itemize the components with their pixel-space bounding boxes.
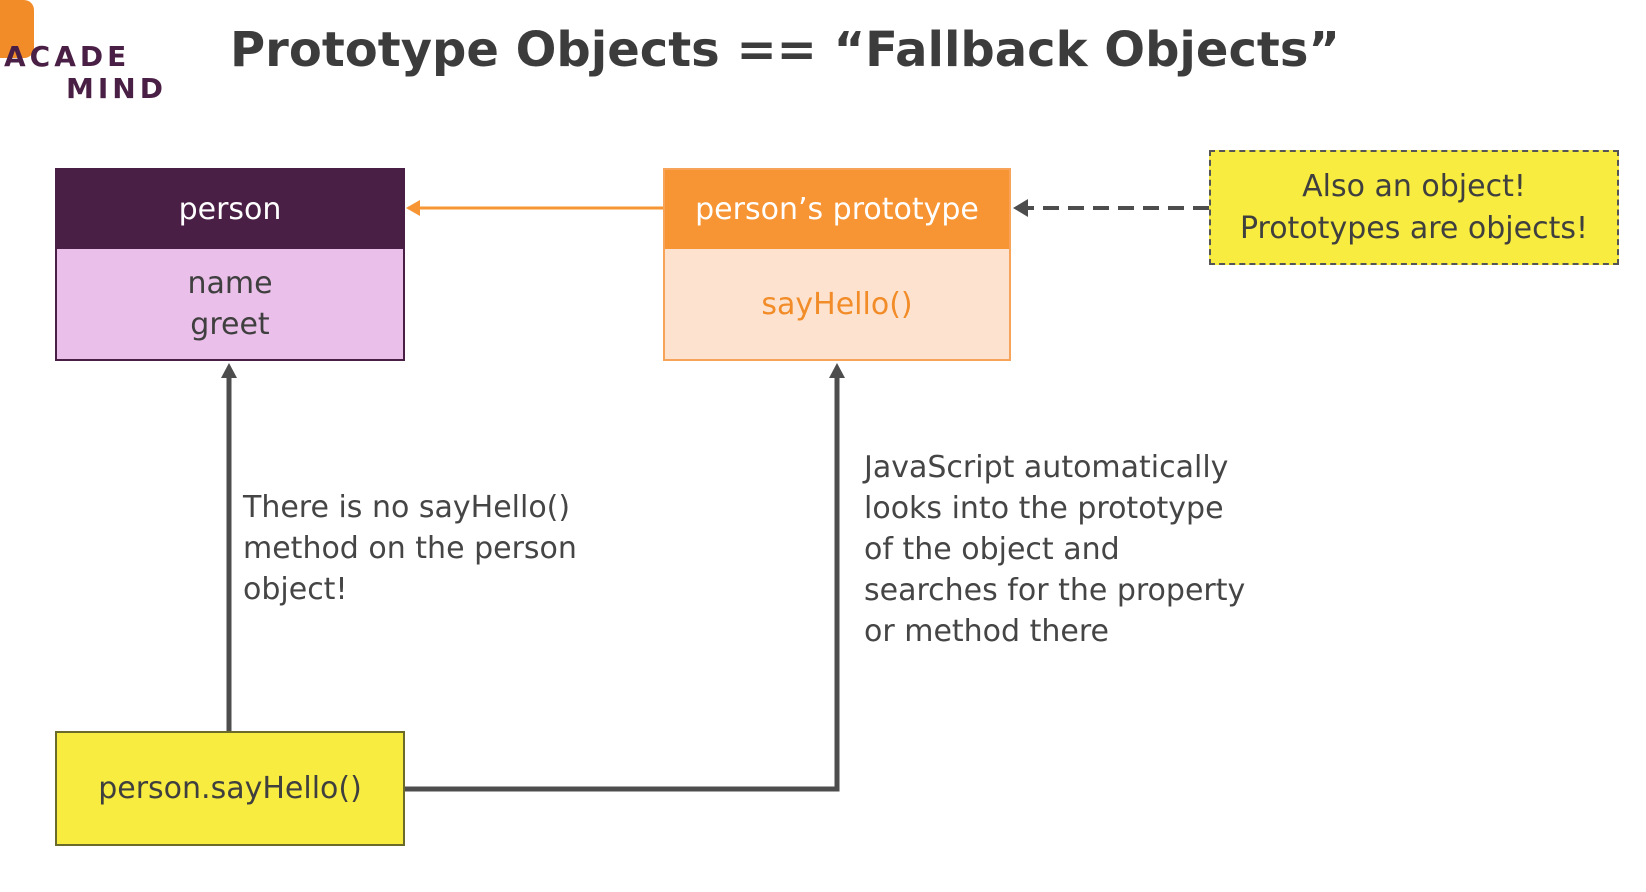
annotation-prototype-lookup: JavaScript automatically looks into the …	[864, 447, 1245, 652]
person-object-box: person name greet	[55, 168, 405, 361]
annotation-right-line-3: of the object and	[864, 532, 1120, 567]
method-call-box: person.sayHello()	[55, 731, 405, 846]
logo-text-line2: MIND	[66, 72, 167, 105]
prototype-note-box: Also an object! Prototypes are objects!	[1209, 150, 1619, 265]
logo-mark	[0, 0, 34, 58]
academind-logo: ACADE MIND	[0, 0, 170, 110]
annotation-left-line-2: method on the person	[243, 531, 577, 566]
annotation-no-method: There is no sayHello() method on the per…	[243, 487, 577, 610]
note-line-1: Also an object!	[1302, 168, 1526, 204]
annotation-right-line-4: searches for the property	[864, 573, 1246, 608]
note-to-prototype-arrowhead	[1013, 199, 1028, 217]
prototype-object-box: person’s prototype sayHello()	[663, 168, 1011, 361]
annotation-right-line-5: or method there	[864, 614, 1109, 649]
annotation-right-line-1: JavaScript automatically	[864, 450, 1229, 485]
annotation-left-line-1: There is no sayHello()	[243, 490, 571, 525]
annotation-right-line-2: looks into the prototype	[864, 491, 1224, 526]
person-property-name: name	[187, 266, 273, 301]
prototype-property-sayhello: sayHello()	[761, 286, 913, 322]
prototype-object-properties: sayHello()	[665, 249, 1009, 359]
person-property-greet: greet	[190, 307, 270, 342]
slide-title: Prototype Objects == “Fallback Objects”	[230, 22, 1340, 78]
annotation-left-line-3: object!	[243, 572, 348, 607]
call-to-person-arrowhead	[221, 363, 237, 378]
logo-text-line1: ACADE	[4, 40, 131, 73]
person-object-properties: name greet	[57, 249, 403, 359]
person-object-header: person	[57, 170, 403, 249]
prototype-to-person-arrowhead	[406, 200, 420, 216]
prototype-object-header: person’s prototype	[665, 170, 1009, 249]
call-to-prototype-arrow	[405, 375, 840, 792]
note-line-2: Prototypes are objects!	[1239, 210, 1589, 246]
call-to-prototype-arrowhead	[829, 363, 845, 378]
